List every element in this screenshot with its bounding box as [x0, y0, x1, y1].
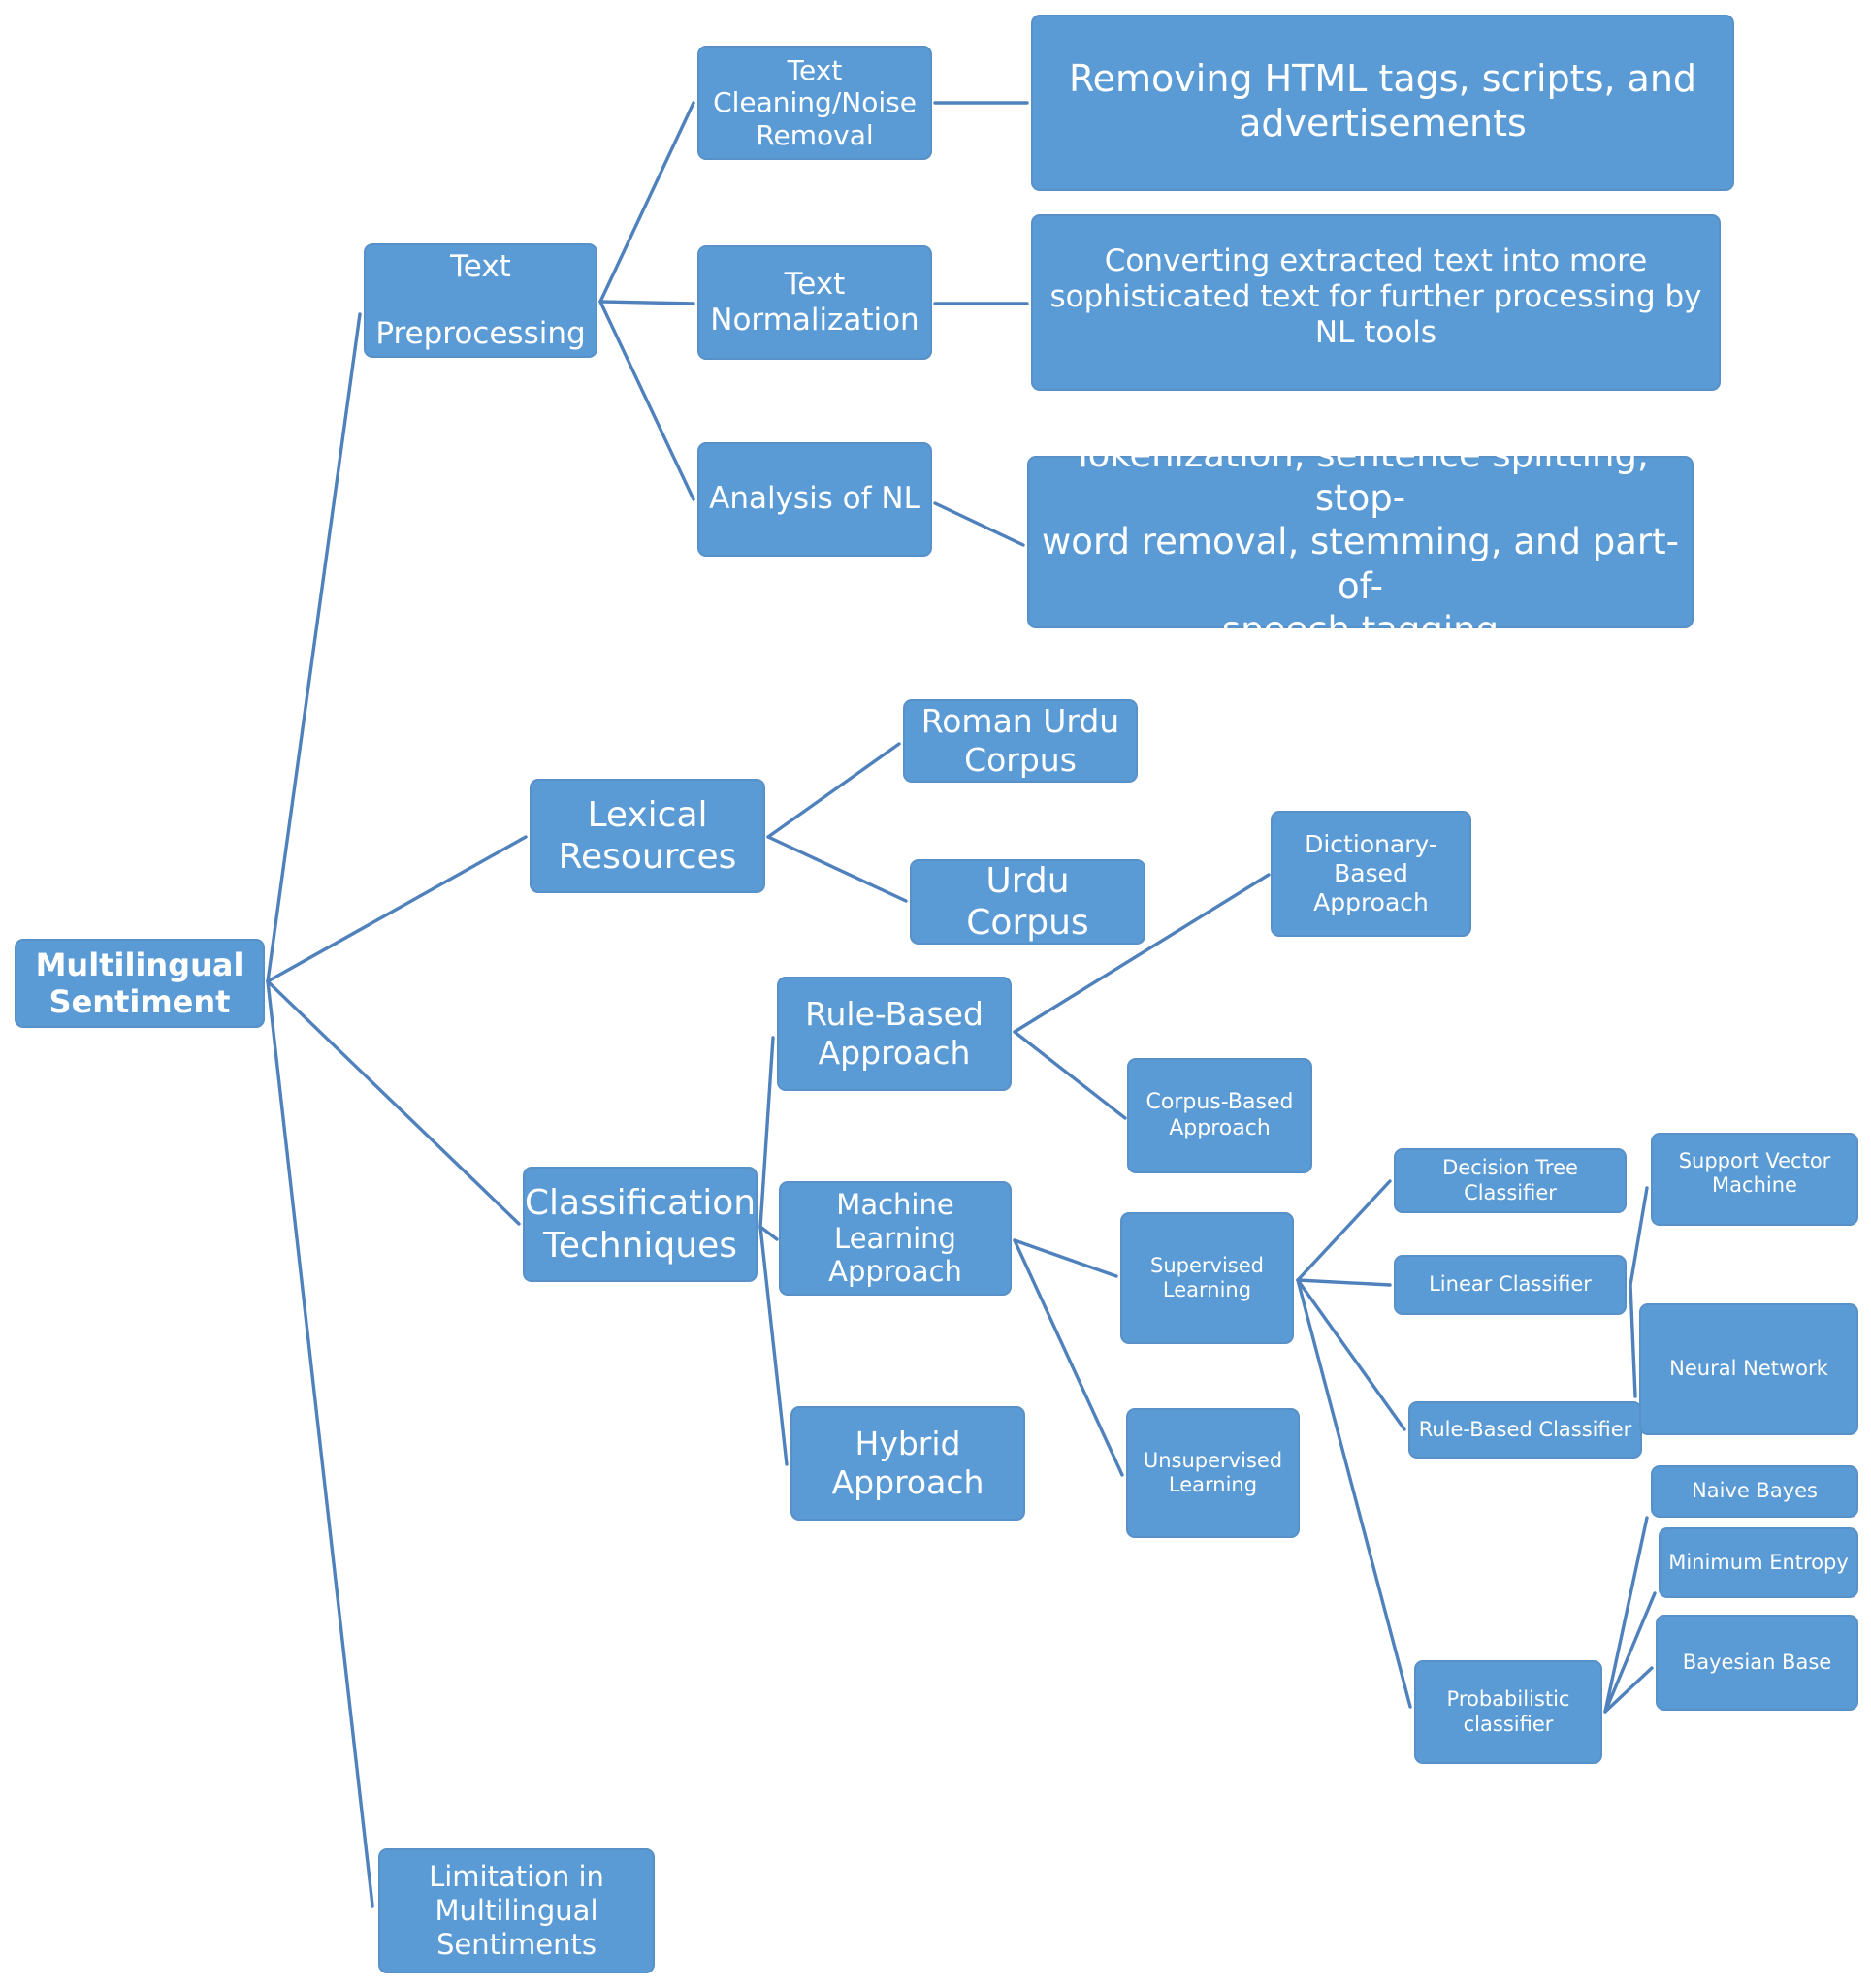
edge-ml-supervised — [1013, 1238, 1118, 1278]
node-machine-learning-approach: Machine Learning Approach — [779, 1181, 1012, 1296]
node-rule-based-classifier: Rule-Based Classifier — [1408, 1401, 1642, 1459]
edge-root-limitation — [266, 979, 374, 1908]
node-roman-urdu-corpus: Roman Urdu Corpus — [903, 699, 1138, 783]
node-linear-classifier: Linear Classifier — [1394, 1255, 1627, 1315]
edge-root-text-preprocessing — [266, 312, 362, 983]
edge-supervised-linear — [1296, 1278, 1392, 1287]
node-limitation-multilingual-sentiments: Limitation in Multilingual Sentiments — [378, 1848, 655, 1973]
node-neural-network: Neural Network — [1639, 1303, 1858, 1435]
edge-supervised-decision-tree — [1296, 1179, 1392, 1282]
node-text-preprocessing: Text Preprocessing — [364, 243, 597, 358]
node-rule-based-approach: Rule-Based Approach — [777, 977, 1012, 1091]
node-support-vector-machine: Support Vector Machine — [1651, 1133, 1858, 1226]
edge-classification-rule-based — [758, 1036, 775, 1229]
node-text-normalization: Text Normalization — [697, 245, 932, 360]
node-supervised-learning: Supervised Learning — [1120, 1212, 1294, 1344]
edge-rule-based-dictionary — [1013, 873, 1271, 1034]
edge-supervised-rule-based-classifier — [1296, 1278, 1406, 1431]
node-text-cleaning: Text Cleaning/Noise Removal — [697, 46, 932, 160]
node-decision-tree-classifier: Decision Tree Classifier — [1394, 1148, 1627, 1213]
node-hybrid-approach: Hybrid Approach — [790, 1406, 1025, 1521]
node-analysis-of-nl: Analysis of NL — [697, 442, 932, 557]
node-bayesian-base: Bayesian Base — [1656, 1615, 1858, 1711]
node-text-normalization-description: Converting extracted text into more soph… — [1031, 214, 1721, 391]
edge-root-classification — [266, 979, 521, 1226]
node-dictionary-based-approach: Dictionary-Based Approach — [1271, 811, 1471, 937]
node-analysis-of-nl-description: Tokenization, sentence splitting, stop- … — [1027, 433, 1694, 651]
edge-lexical-urdu — [766, 835, 908, 903]
node-corpus-based-approach: Corpus-Based Approach — [1127, 1058, 1312, 1173]
node-text-cleaning-description: Removing HTML tags, scripts, and adverti… — [1031, 15, 1734, 191]
edge-linear-svm — [1629, 1186, 1649, 1287]
node-multilingual-sentiment: Multilingual Sentiment — [15, 939, 265, 1028]
edge-ml-unsupervised — [1013, 1238, 1124, 1477]
node-unsupervised-learning: Unsupervised Learning — [1126, 1408, 1300, 1538]
node-lexical-resources: Lexical Resources — [530, 779, 765, 893]
node-urdu-corpus: Urdu Corpus — [910, 859, 1145, 945]
edge-preprocessing-normalization — [598, 300, 695, 305]
edge-lexical-roman-urdu — [766, 742, 901, 839]
edge-linear-neural-network — [1629, 1283, 1637, 1398]
edge-classification-ml — [758, 1225, 779, 1241]
node-naive-bayes: Naive Bayes — [1651, 1465, 1858, 1518]
node-minimum-entropy: Minimum Entropy — [1659, 1527, 1858, 1598]
edge-supervised-probabilistic — [1296, 1278, 1412, 1709]
edge-probabilistic-naive-bayes — [1603, 1516, 1649, 1714]
edge-classification-hybrid — [758, 1225, 789, 1466]
edge-preprocessing-analysis — [598, 300, 695, 501]
edge-rule-based-corpus — [1013, 1030, 1127, 1120]
edge-probabilistic-bayesian-base — [1603, 1666, 1654, 1714]
node-probabilistic-classifier: Probabilistic classifier — [1414, 1660, 1602, 1764]
edge-preprocessing-cleaning — [598, 101, 695, 304]
edge-probabilistic-minimum-entropy — [1603, 1591, 1657, 1714]
edge-root-lexical-resources — [266, 835, 528, 983]
edge-analysis-desc — [933, 501, 1025, 547]
node-classification-techniques: Classification Techniques — [523, 1167, 758, 1282]
